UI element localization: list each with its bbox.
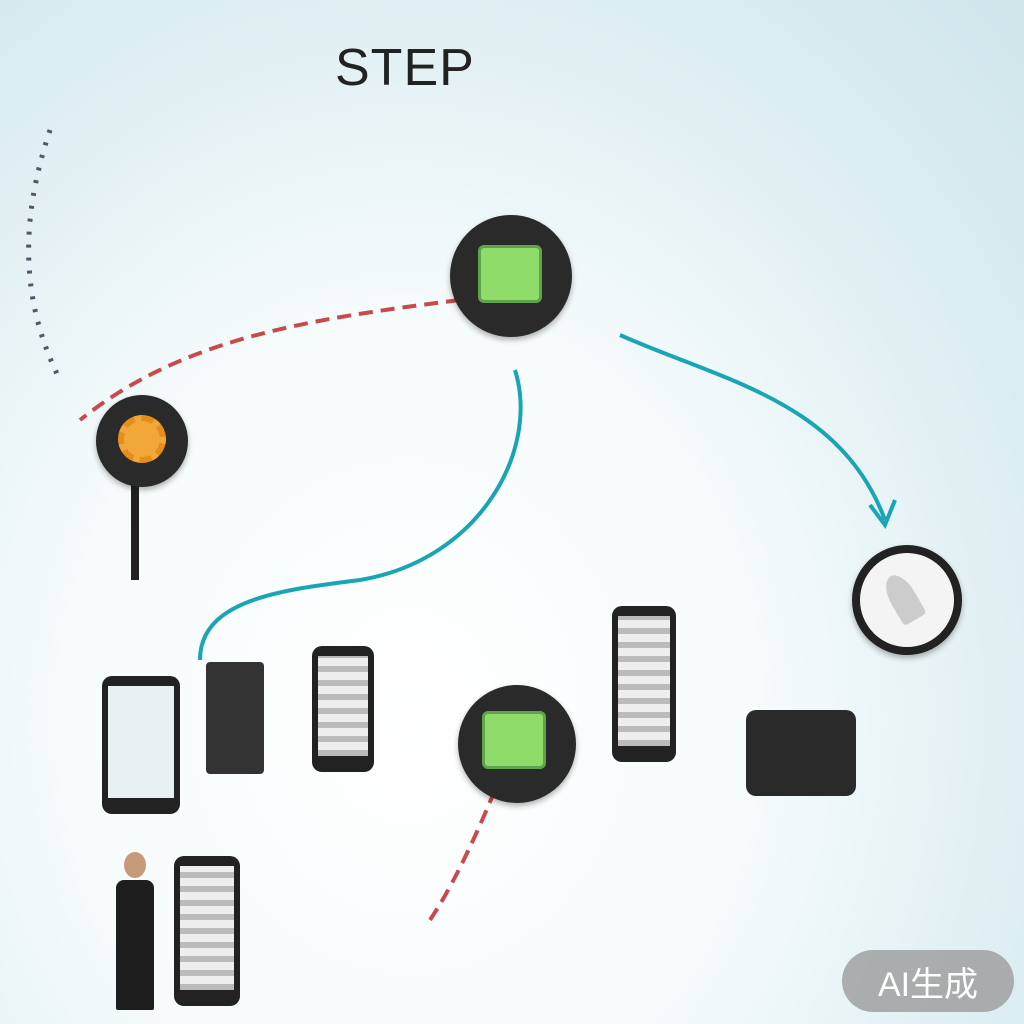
gear-node [96, 395, 188, 487]
smartphone-icon [612, 606, 676, 762]
tablet-icon [206, 662, 264, 774]
ai-generated-badge: AI生成 [842, 950, 1014, 1012]
smartphone-icon [312, 646, 374, 772]
rocket-icon [879, 569, 927, 627]
chat-screen-icon [478, 245, 542, 303]
businessman-icon [112, 852, 158, 1012]
smartphone-icon [174, 856, 240, 1006]
teal-arrowhead [868, 499, 897, 530]
smartphone-icon [102, 676, 180, 814]
page-title: STEP [335, 39, 475, 97]
chat-screen-icon [482, 711, 546, 769]
dotted-path [26, 129, 63, 382]
teal-connector [198, 369, 523, 661]
dashed-path [78, 298, 461, 422]
printer-icon [746, 710, 856, 796]
rocket-node [852, 545, 962, 655]
chat-node-2 [458, 685, 576, 803]
chat-node [450, 215, 572, 337]
gear-sun-icon [118, 415, 166, 463]
dashed-path [428, 789, 497, 922]
garbled-subtitle [125, 130, 1015, 172]
teal-connector [619, 333, 887, 521]
